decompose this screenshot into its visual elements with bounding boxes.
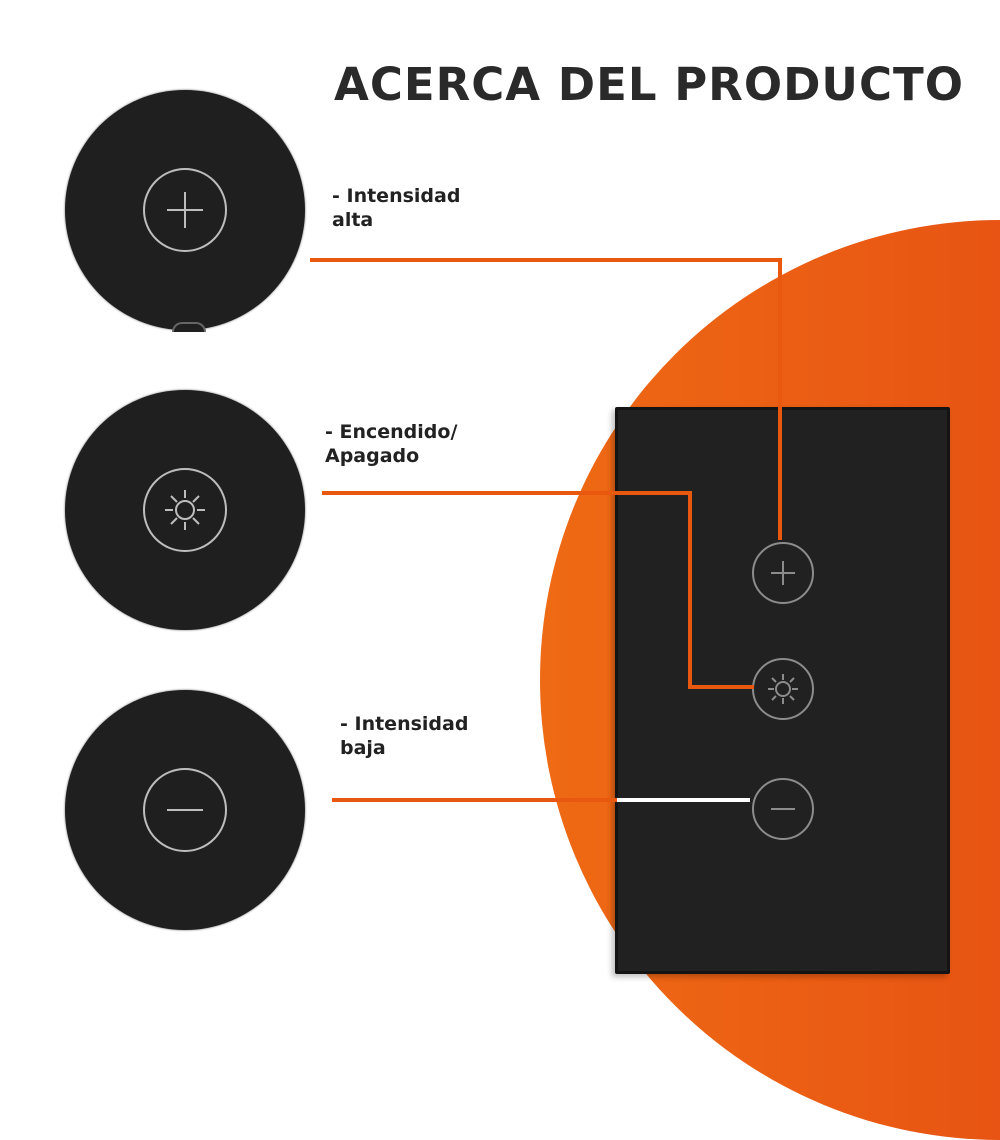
feature-label-power: - Encendido/ Apagado <box>325 420 457 468</box>
label-line: Apagado <box>325 445 420 467</box>
plus-icon <box>771 561 795 585</box>
minus-icon <box>167 809 203 811</box>
minus-icon <box>771 808 795 810</box>
sun-icon <box>768 674 798 704</box>
page-title: ACERCA DEL PRODUCTO <box>334 58 964 111</box>
zoom-circle-intensity-low <box>65 690 305 930</box>
button-ring <box>143 468 227 552</box>
dimmer-switch-panel <box>615 407 950 974</box>
panel-edge-detail <box>172 322 206 332</box>
button-ring <box>143 768 227 852</box>
plus-icon <box>167 192 203 228</box>
sun-icon <box>165 490 205 530</box>
label-line: - Intensidad <box>340 713 469 735</box>
button-ring <box>143 168 227 252</box>
panel-button-minus[interactable] <box>752 778 814 840</box>
connector-line-low-white <box>617 798 750 802</box>
connector-line-power-horizontal <box>322 491 692 495</box>
connector-line-power-end <box>688 685 754 689</box>
zoom-circle-intensity-high <box>65 90 305 330</box>
connector-line-power-vertical <box>688 491 692 689</box>
label-line: - Encendido/ <box>325 421 458 443</box>
label-line: alta <box>332 209 374 231</box>
panel-button-plus[interactable] <box>752 542 814 604</box>
label-line: - Intensidad <box>332 185 461 207</box>
label-line: baja <box>340 737 386 759</box>
zoom-circle-power <box>65 390 305 630</box>
connector-line-high-vertical <box>778 258 782 540</box>
connector-line-high-horizontal <box>310 258 782 262</box>
feature-label-intensity-high: - Intensidad alta <box>332 184 460 232</box>
feature-label-intensity-low: - Intensidad baja <box>340 712 468 760</box>
panel-button-power[interactable] <box>752 658 814 720</box>
connector-line-low-orange <box>332 798 617 802</box>
